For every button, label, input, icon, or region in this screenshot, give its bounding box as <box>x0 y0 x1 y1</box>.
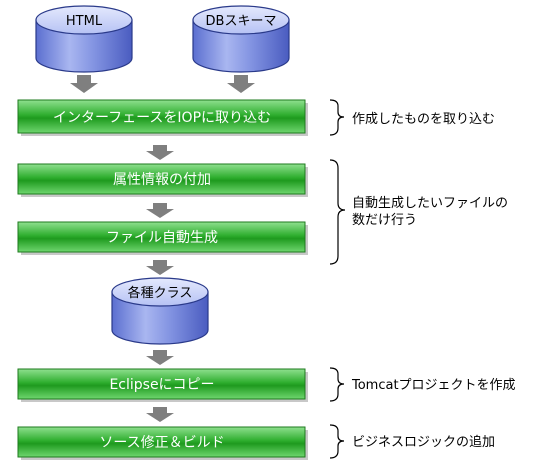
step-label: 属性情報の付加 <box>113 172 211 188</box>
cylinder-top <box>192 5 290 35</box>
down-arrow <box>146 203 174 218</box>
cylinder-body <box>111 291 209 345</box>
cylinder-body <box>35 19 133 73</box>
brace-tomcat <box>329 367 345 402</box>
step-box <box>17 163 306 195</box>
step-copy-to-eclipse: Eclipseにコピー <box>17 368 308 402</box>
brace-business <box>329 424 345 459</box>
note-auto-gen-line1: 自動生成したいファイルの <box>352 196 508 211</box>
down-arrow <box>70 75 98 93</box>
note-tomcat: Tomcatプロジェクトを作成 <box>351 378 516 393</box>
cylinder-top <box>111 277 209 307</box>
database-label-db-schema: DBスキーマ <box>206 14 277 29</box>
brace-auto-gen <box>329 159 346 265</box>
down-arrow <box>146 407 174 422</box>
step-add-attributes: 属性情報の付加 <box>17 163 308 197</box>
database-label-class-store: 各種クラス <box>128 285 193 301</box>
step-label: Eclipseにコピー <box>109 377 214 393</box>
braces <box>329 99 346 459</box>
step-label: ファイル自動生成 <box>106 230 218 246</box>
brace-import <box>329 99 345 136</box>
step-import-interface: インターフェースをIOPに取り込む <box>17 99 308 136</box>
down-arrow <box>227 75 255 93</box>
step-box <box>17 426 306 458</box>
database-class-store: 各種クラス <box>111 277 209 345</box>
note-import: 作成したものを取り込む <box>352 112 495 127</box>
down-arrow <box>146 145 174 160</box>
step-label: ソース修正＆ビルド <box>99 435 224 451</box>
database-label-html: HTML <box>66 14 103 29</box>
down-arrow <box>146 260 174 275</box>
step-box <box>17 368 306 400</box>
down-arrow <box>146 350 174 365</box>
database-html: HTML <box>35 5 133 73</box>
step-auto-generate: ファイル自動生成 <box>17 221 308 255</box>
step-box <box>17 99 306 134</box>
note-auto-gen-line2: 数だけ行う <box>352 213 417 228</box>
database-db-schema: DBスキーマ <box>192 5 290 73</box>
note-business: ビジネスロジックの追加 <box>352 434 495 450</box>
arrows-db-to-import <box>70 75 255 93</box>
step-fix-and-build: ソース修正＆ビルド <box>17 426 308 460</box>
step-box <box>17 221 306 253</box>
cylinder-top <box>35 5 133 35</box>
cylinder-body <box>192 19 290 73</box>
step-label: インターフェースをIOPに取り込む <box>53 110 271 126</box>
